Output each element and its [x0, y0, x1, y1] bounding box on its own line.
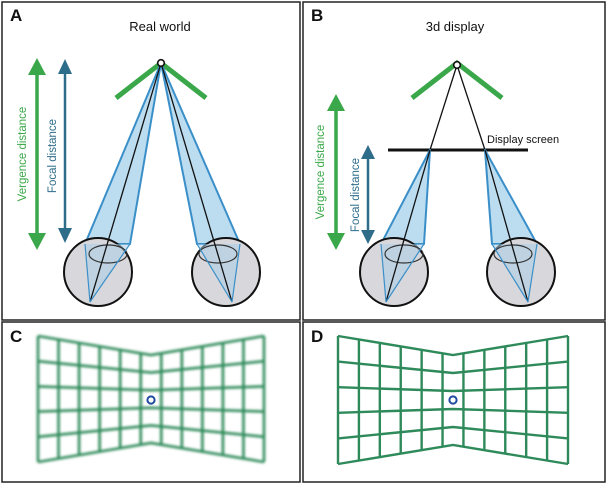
grid-horizontal-line — [37, 424, 265, 439]
panel-a-title: Real world — [129, 19, 190, 34]
focal-distance-arrow-icon — [361, 145, 375, 244]
panel-a: A Real world — [10, 6, 261, 307]
left-eye-icon — [359, 149, 431, 307]
focal-distance-label-b: Focal distance — [350, 158, 362, 232]
grid-horizontal-line — [37, 334, 265, 357]
vergence-distance-arrow-icon — [327, 94, 345, 250]
grid-horizontal-line — [37, 441, 265, 464]
grid-horizontal-line — [37, 406, 265, 413]
panel-b-letter: B — [311, 6, 323, 25]
focal-distance-label-a: Focal distance — [47, 119, 59, 193]
fixation-point-icon — [156, 58, 166, 68]
display-screen-label: Display screen — [487, 134, 559, 146]
grid-horizontal-line — [337, 407, 569, 414]
panel-d-letter: D — [311, 327, 323, 346]
vergence-line-left — [429, 64, 458, 151]
panel-b-frame — [302, 1, 606, 321]
grid-horizontal-line — [337, 360, 569, 375]
blurred-distortion-grid — [36, 334, 266, 464]
grid-horizontal-line — [37, 359, 265, 374]
vergence-distance-arrow-icon — [28, 58, 46, 250]
right-eye-icon — [160, 62, 261, 307]
panel-c-frame — [1, 321, 301, 483]
vergence-line-right — [456, 64, 486, 151]
panel-d-frame — [302, 321, 606, 483]
right-eye-light-cone — [160, 62, 241, 245]
left-eye-icon — [63, 62, 162, 307]
panel-b-title: 3d display — [426, 19, 485, 34]
grid-horizontal-line — [337, 386, 569, 393]
grid-horizontal-line — [337, 425, 569, 440]
right-screen-light-cone — [484, 149, 538, 245]
right-eye-icon — [484, 149, 556, 307]
fixation-point-icon — [452, 60, 462, 70]
grid-horizontal-line — [337, 443, 569, 466]
panel-d: D — [311, 327, 570, 466]
fixation-point-icon — [448, 395, 458, 405]
focal-distance-arrow-icon — [58, 59, 72, 243]
grid-horizontal-line — [337, 334, 569, 357]
vergence-distance-label-a: Vergence distance — [17, 107, 29, 202]
left-screen-light-cone — [380, 149, 431, 245]
panel-b: B 3d display Display screen — [311, 6, 559, 307]
vergence-distance-label-b: Vergence distance — [315, 125, 327, 220]
panel-c-letter: C — [10, 327, 22, 346]
grid-horizontal-line — [37, 385, 265, 392]
fixation-point-icon — [146, 395, 156, 405]
panel-a-letter: A — [10, 6, 22, 25]
panel-a-frame — [1, 1, 301, 321]
panel-c: C — [10, 327, 266, 464]
sharp-distortion-grid — [336, 334, 570, 466]
